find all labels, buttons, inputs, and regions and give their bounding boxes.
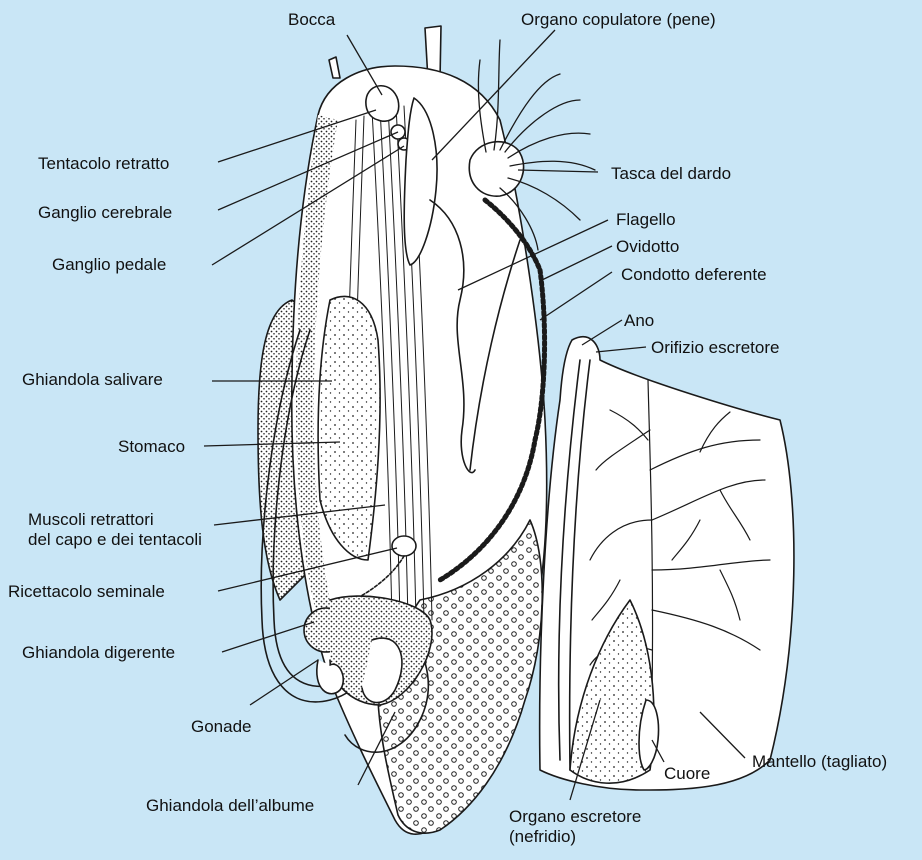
label-organo-copulatore: Organo copulatore (pene)	[521, 10, 716, 30]
buccal-mass	[366, 86, 399, 121]
label-ganglio-cerebrale: Ganglio cerebrale	[38, 203, 172, 223]
label-flagello: Flagello	[616, 210, 676, 230]
label-bocca: Bocca	[288, 10, 335, 30]
head-tentacle-left	[329, 57, 340, 78]
label-muscoli-retrattori-line1: Muscoli retrattori	[28, 510, 202, 530]
label-ghiandola-albume: Ghiandola dell’albume	[146, 796, 314, 816]
label-condotto-deferente: Condotto deferente	[621, 265, 767, 285]
label-ghiandola-salivare: Ghiandola salivare	[22, 370, 163, 390]
label-ricettacolo-seminale: Ricettacolo seminale	[8, 582, 165, 602]
label-stomaco: Stomaco	[118, 437, 185, 457]
dart-sac	[469, 142, 523, 196]
label-organo-escretore-line2: (nefridio)	[509, 827, 641, 847]
label-muscoli-retrattori: Muscoli retrattori del capo e dei tentac…	[28, 510, 202, 550]
label-ovidotto: Ovidotto	[616, 237, 679, 257]
label-tentacolo-retratto: Tentacolo retratto	[38, 154, 169, 174]
label-tasca-del-dardo: Tasca del dardo	[611, 164, 731, 184]
label-gonade: Gonade	[191, 717, 252, 737]
label-organo-escretore-line1: Organo escretore	[509, 807, 641, 827]
label-ganglio-pedale: Ganglio pedale	[52, 255, 166, 275]
seminal-receptacle-bulb	[392, 536, 416, 556]
label-orifizio-escretore: Orifizio escretore	[651, 338, 779, 358]
label-mantello: Mantello (tagliato)	[752, 752, 887, 772]
salivary-stomach-strip	[318, 296, 380, 560]
label-muscoli-retrattori-line2: del capo e dei tentacoli	[28, 530, 202, 550]
label-organo-escretore: Organo escretore (nefridio)	[509, 807, 641, 847]
label-cuore: Cuore	[664, 764, 710, 784]
label-ghiandola-digerente: Ghiandola digerente	[22, 643, 175, 663]
label-ano: Ano	[624, 311, 654, 331]
